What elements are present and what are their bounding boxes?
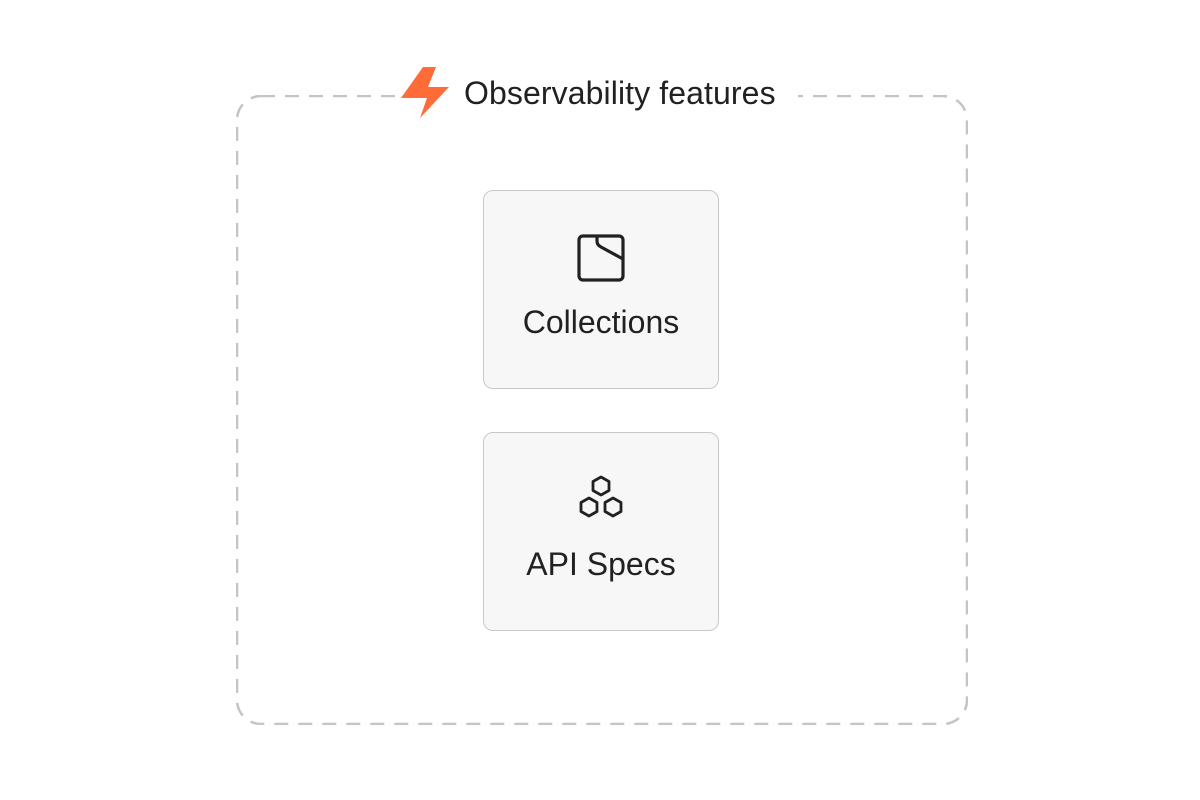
lightning-bolt-icon [401,67,449,118]
api-specs-hexagons-icon [579,475,623,518]
api-specs-card[interactable]: API Specs [483,432,719,631]
group-title-text: Observability features [464,74,776,111]
observability-features-group: Observability features [236,61,968,725]
collection-icon [577,234,625,282]
api-specs-label: API Specs [526,546,676,582]
collections-label: Collections [522,304,680,340]
collections-card[interactable]: Collections [483,190,719,389]
group-title: Observability features [400,61,798,125]
